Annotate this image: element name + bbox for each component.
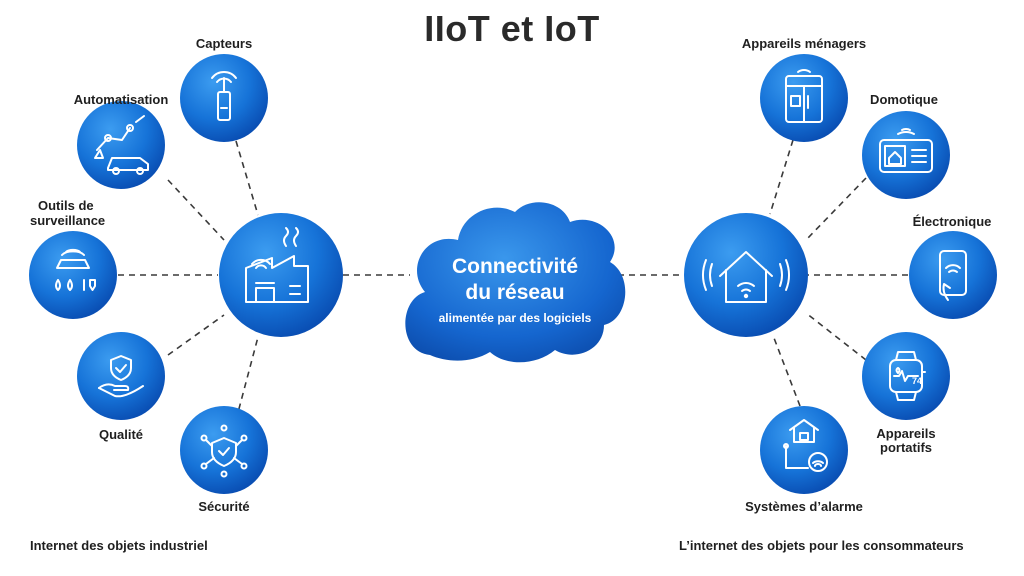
network-cloud [405, 202, 626, 363]
circle-alarme [760, 406, 848, 494]
label-surveillance-1: Outils de [38, 198, 94, 213]
robot-arm-icon [94, 115, 149, 175]
label-capteurs: Capteurs [195, 36, 253, 51]
label-portatifs-2: portatifs [880, 440, 932, 455]
cloud-line2: du réseau [465, 281, 565, 304]
circle-electronique [909, 231, 997, 319]
smartwatch-icon [889, 351, 926, 401]
label-portatifs-1: Appareils [876, 426, 936, 441]
smartphone-icon [939, 250, 967, 301]
circle-securite [180, 406, 268, 494]
label-alarme: Systèmes d’alarme [745, 499, 863, 514]
caption-iiot: Internet des objets industriel [30, 538, 208, 553]
circle-capteurs [180, 54, 268, 142]
circle-automatisation [77, 101, 165, 189]
cloud-line3: alimentée par des logiciels [438, 311, 592, 325]
label-menagers: Appareils ménagers [741, 36, 867, 51]
label-securite: Sécurité [198, 499, 250, 514]
watch-value: 74 [912, 376, 922, 386]
hub-iiot [219, 213, 343, 337]
circle-qualite [77, 332, 165, 420]
shield-network-icon [200, 424, 248, 478]
hand-shield-icon [98, 355, 144, 398]
fridge-icon [785, 68, 823, 123]
smart-home-icon [702, 251, 790, 303]
label-electronique: Électronique [912, 214, 992, 229]
page-title: IIoT et IoT [424, 8, 600, 49]
alarm-system-icon [783, 419, 828, 472]
circle-portatifs [862, 332, 950, 420]
label-qualite: Qualité [98, 427, 144, 442]
label-surveillance-2: surveillance [30, 213, 106, 228]
caption-iot: L’internet des objets pour les consommat… [679, 538, 964, 553]
connector-lines [118, 139, 908, 421]
circle-surveillance [29, 231, 117, 319]
label-domotique: Domotique [870, 92, 938, 107]
label-automatisation: Automatisation [73, 92, 169, 107]
home-panel-icon [879, 128, 933, 173]
factory-icon [245, 227, 309, 303]
monitoring-icon [55, 248, 96, 291]
sensor-icon [211, 71, 237, 121]
hub-iot [684, 213, 808, 337]
cloud-line1: Connectivité [451, 255, 579, 278]
